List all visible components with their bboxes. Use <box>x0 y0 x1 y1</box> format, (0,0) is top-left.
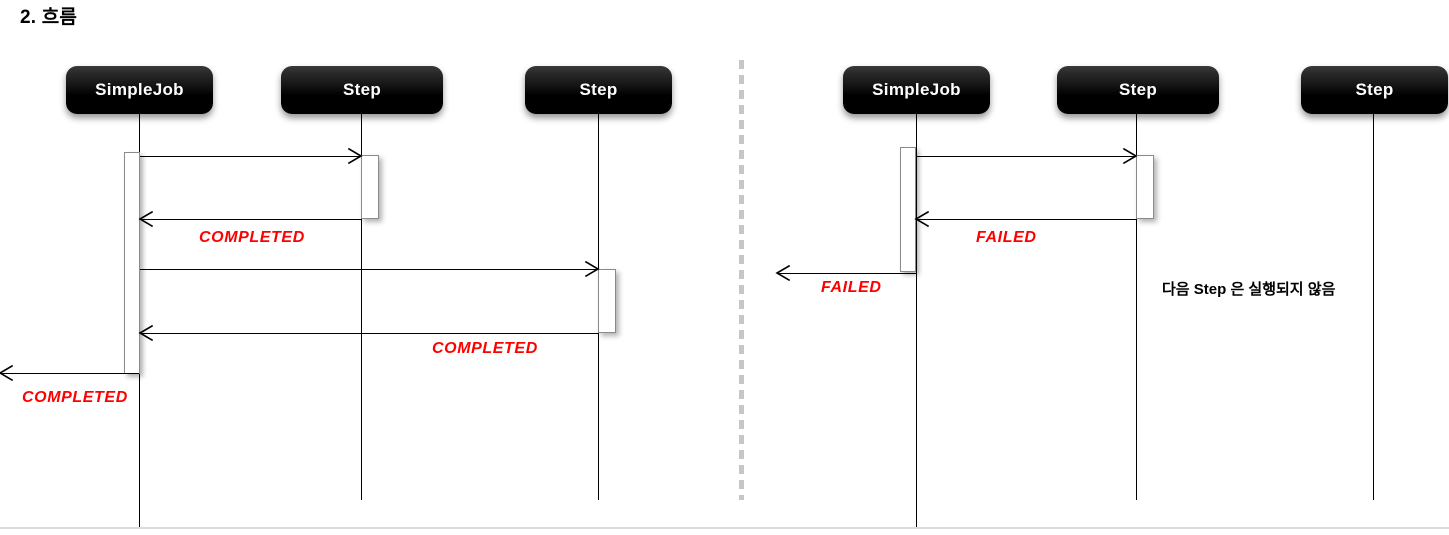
activation-bar-act-right-job <box>900 147 916 272</box>
lifeline-left-step-1 <box>361 114 362 500</box>
arrowhead-msg-left-1-call <box>347 147 363 165</box>
message-line-msg-right-1-call <box>916 156 1136 157</box>
arrowhead-msg-right-exit <box>775 264 791 282</box>
participant-label: Step <box>1355 80 1394 99</box>
participant-right-step-1[interactable]: Step <box>1057 66 1219 114</box>
message-line-msg-left-1-call <box>140 156 361 157</box>
participant-left-simplejob[interactable]: SimpleJob <box>66 66 213 114</box>
participant-label: Step <box>579 80 618 99</box>
activation-bar-act-left-step1 <box>361 155 379 219</box>
participant-right-simplejob[interactable]: SimpleJob <box>843 66 990 114</box>
participant-label: Step <box>1118 80 1158 99</box>
lifeline-right-step-2 <box>1373 114 1374 500</box>
message-line-msg-left-2-return <box>140 333 598 334</box>
message-label-msg-right-1-return: FAILED <box>976 229 1037 246</box>
arrowhead-msg-right-1-call <box>1122 147 1138 165</box>
message-line-msg-right-1-return <box>916 219 1136 220</box>
participant-left-step-1[interactable]: Step <box>281 66 443 114</box>
message-line-msg-left-1-return <box>140 219 361 220</box>
message-label-msg-right-exit: FAILED <box>821 279 882 296</box>
participant-label: SimpleJob <box>872 80 961 99</box>
activation-bar-act-right-step1 <box>1136 155 1154 219</box>
message-label-msg-left-1-return: COMPLETED <box>199 229 305 246</box>
message-line-msg-right-exit <box>777 273 916 274</box>
participant-right-step-2[interactable]: Step <box>1301 66 1448 114</box>
arrowhead-msg-left-exit <box>0 364 14 382</box>
participant-left-step-2[interactable]: Step <box>525 66 672 114</box>
lifeline-right-step-1 <box>1136 114 1137 500</box>
participant-label: Step <box>342 80 382 99</box>
activation-bar-act-left-step2 <box>598 269 616 333</box>
arrowhead-msg-left-1-return <box>138 210 154 228</box>
arrowhead-msg-left-2-call <box>584 260 600 278</box>
message-line-msg-left-2-call <box>140 269 598 270</box>
message-line-msg-left-exit <box>0 373 139 374</box>
activation-bar-act-left-job <box>124 152 140 374</box>
note-note-next-step: 다음 Step 은 실행되지 않음 <box>1162 281 1336 298</box>
arrowhead-msg-left-2-return <box>138 324 154 342</box>
section-separator <box>739 60 744 500</box>
bottom-divider <box>0 527 1449 529</box>
message-label-msg-left-exit: COMPLETED <box>22 389 128 406</box>
lifeline-right-simplejob <box>916 114 917 527</box>
message-label-msg-left-2-return: COMPLETED <box>432 340 538 357</box>
arrowhead-msg-right-1-return <box>914 210 930 228</box>
participant-label: SimpleJob <box>95 80 184 99</box>
page-title: 2. 흐름 <box>20 7 78 28</box>
